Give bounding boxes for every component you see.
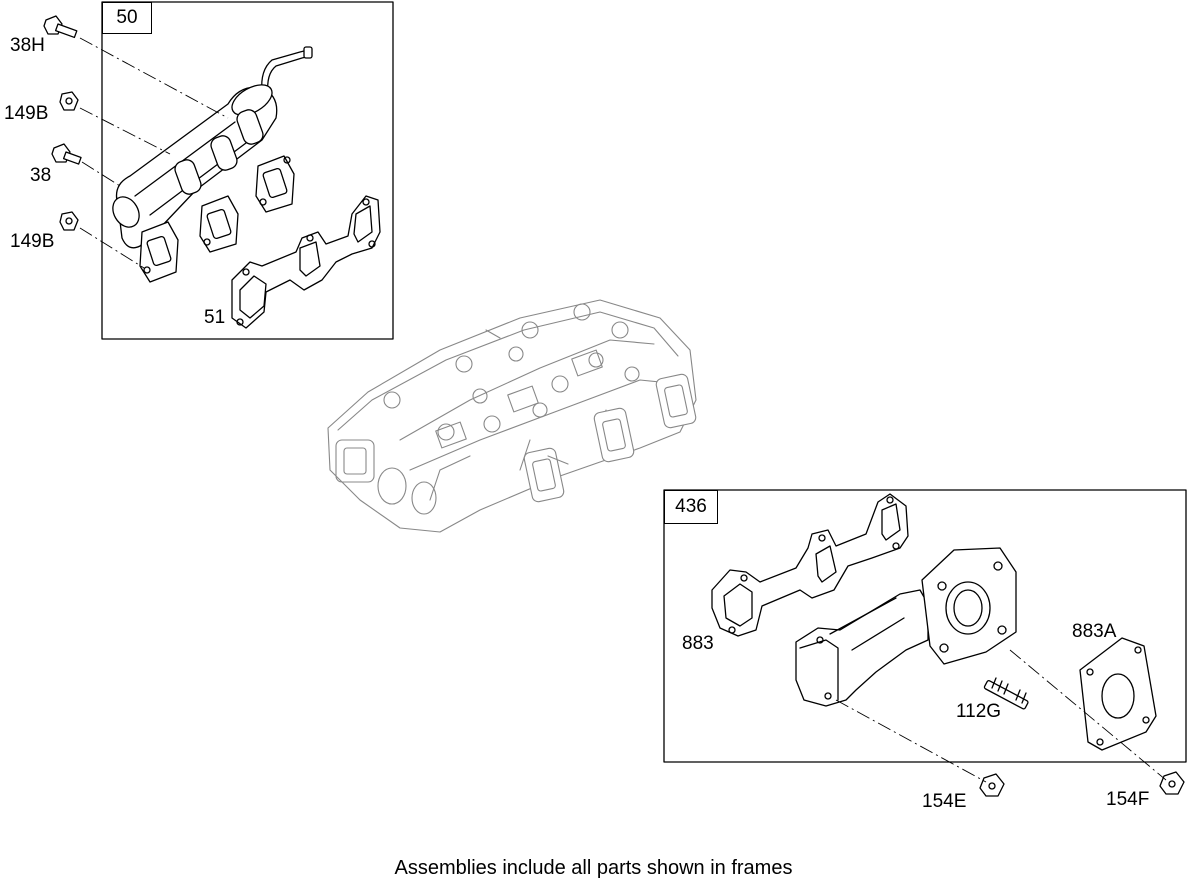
bolt-38-icon [51, 143, 82, 165]
exhaust-manifold [112, 46, 313, 283]
callout-38: 38 [30, 165, 52, 186]
callout-112G: 112G [956, 701, 1002, 722]
cylinder-head-ghost [327, 299, 697, 533]
leader-lines-frame-436 [835, 649, 1167, 783]
nut-149B-bottom-icon [59, 211, 79, 231]
nut-154E-icon [979, 773, 1005, 797]
callout-154F: 154F [1106, 789, 1150, 810]
callout-51: 51 [204, 307, 226, 328]
callout-149B-bottom: 149B [10, 231, 55, 252]
callout-154E: 154E [922, 791, 967, 812]
frame-436-label: 436 [675, 496, 707, 517]
leader-lines-frame-50 [79, 37, 229, 269]
callout-38H: 38H [10, 35, 45, 56]
exhaust-elbow-adapter [795, 547, 1017, 707]
manifold-gasket [231, 195, 381, 329]
callout-883: 883 [682, 633, 714, 654]
frame-50-label: 50 [116, 7, 138, 28]
frames-caption: Assemblies include all parts shown in fr… [394, 857, 793, 879]
nut-154F-icon [1159, 771, 1185, 795]
frame-436-tag: 436 [664, 490, 718, 524]
frame-50-tag: 50 [102, 2, 152, 34]
nut-149B-top-icon [59, 91, 79, 111]
flange-gasket-883A [1079, 637, 1157, 751]
frame-50-border [101, 1, 394, 340]
frame-436-border [663, 489, 1187, 763]
callout-149B-top: 149B [4, 103, 49, 124]
exhaust-gasket-883 [711, 493, 909, 637]
stud-112G-icon [983, 677, 1029, 710]
bolt-38H-icon [43, 15, 78, 39]
callout-883A: 883A [1072, 621, 1117, 642]
